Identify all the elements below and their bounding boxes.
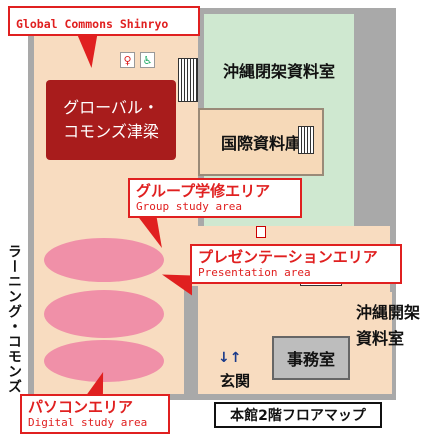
group-study-area-ellipse <box>44 238 164 282</box>
digital-study-callout-en: Digital study area <box>28 416 148 429</box>
entrance-arrows-icon: ↓↑ <box>218 350 242 366</box>
digital-study-callout: パソコンエリア Digital study area <box>20 394 170 434</box>
learning-commons-label: ラーニング・コモンズ <box>6 244 22 394</box>
group-study-callout-en: Group study area <box>136 200 242 213</box>
global-commons-callout-text: Global Commons Shinryo <box>16 17 169 31</box>
entrance-label: 玄関 <box>220 372 251 390</box>
office-label: 事務室 <box>286 350 335 369</box>
presentation-callout-jp: プレゼンテーションエリア <box>198 248 378 266</box>
presentation-callout-en: Presentation area <box>198 266 311 279</box>
okinawa-open-stacks-label: 沖縄開架資料室 <box>356 303 421 348</box>
office-room: 事務室 <box>272 336 350 380</box>
group-study-callout-jp: グループ学修エリア <box>136 182 271 200</box>
presentation-area-ellipse <box>44 290 164 338</box>
digital-study-area-ellipse <box>44 340 164 382</box>
okinawa-open-stacks-room <box>350 292 392 394</box>
international-library-label: 国際資料庫 <box>220 134 301 153</box>
toilet-icon: ♀ <box>120 52 135 68</box>
digital-study-callout-jp: パソコンエリア <box>28 398 134 416</box>
global-commons-room: グローバル・コモンズ津梁 <box>46 80 176 160</box>
accessible-toilet-icon: ♿ <box>140 52 155 68</box>
presentation-callout: プレゼンテーションエリア Presentation area <box>190 244 402 284</box>
map-title: 本館2階フロアマップ <box>214 402 382 428</box>
okinawa-closed-stacks-label: 沖縄閉架資料室 <box>222 62 335 81</box>
stairs-icon-library <box>298 126 314 154</box>
stairs-icon <box>178 58 198 102</box>
global-commons-label: グローバル・コモンズ津梁 <box>63 98 159 141</box>
global-commons-callout: Global Commons Shinryo <box>8 6 200 36</box>
elevator-icon <box>256 226 266 238</box>
partition <box>184 286 198 394</box>
group-study-callout: グループ学修エリア Group study area <box>128 178 302 218</box>
